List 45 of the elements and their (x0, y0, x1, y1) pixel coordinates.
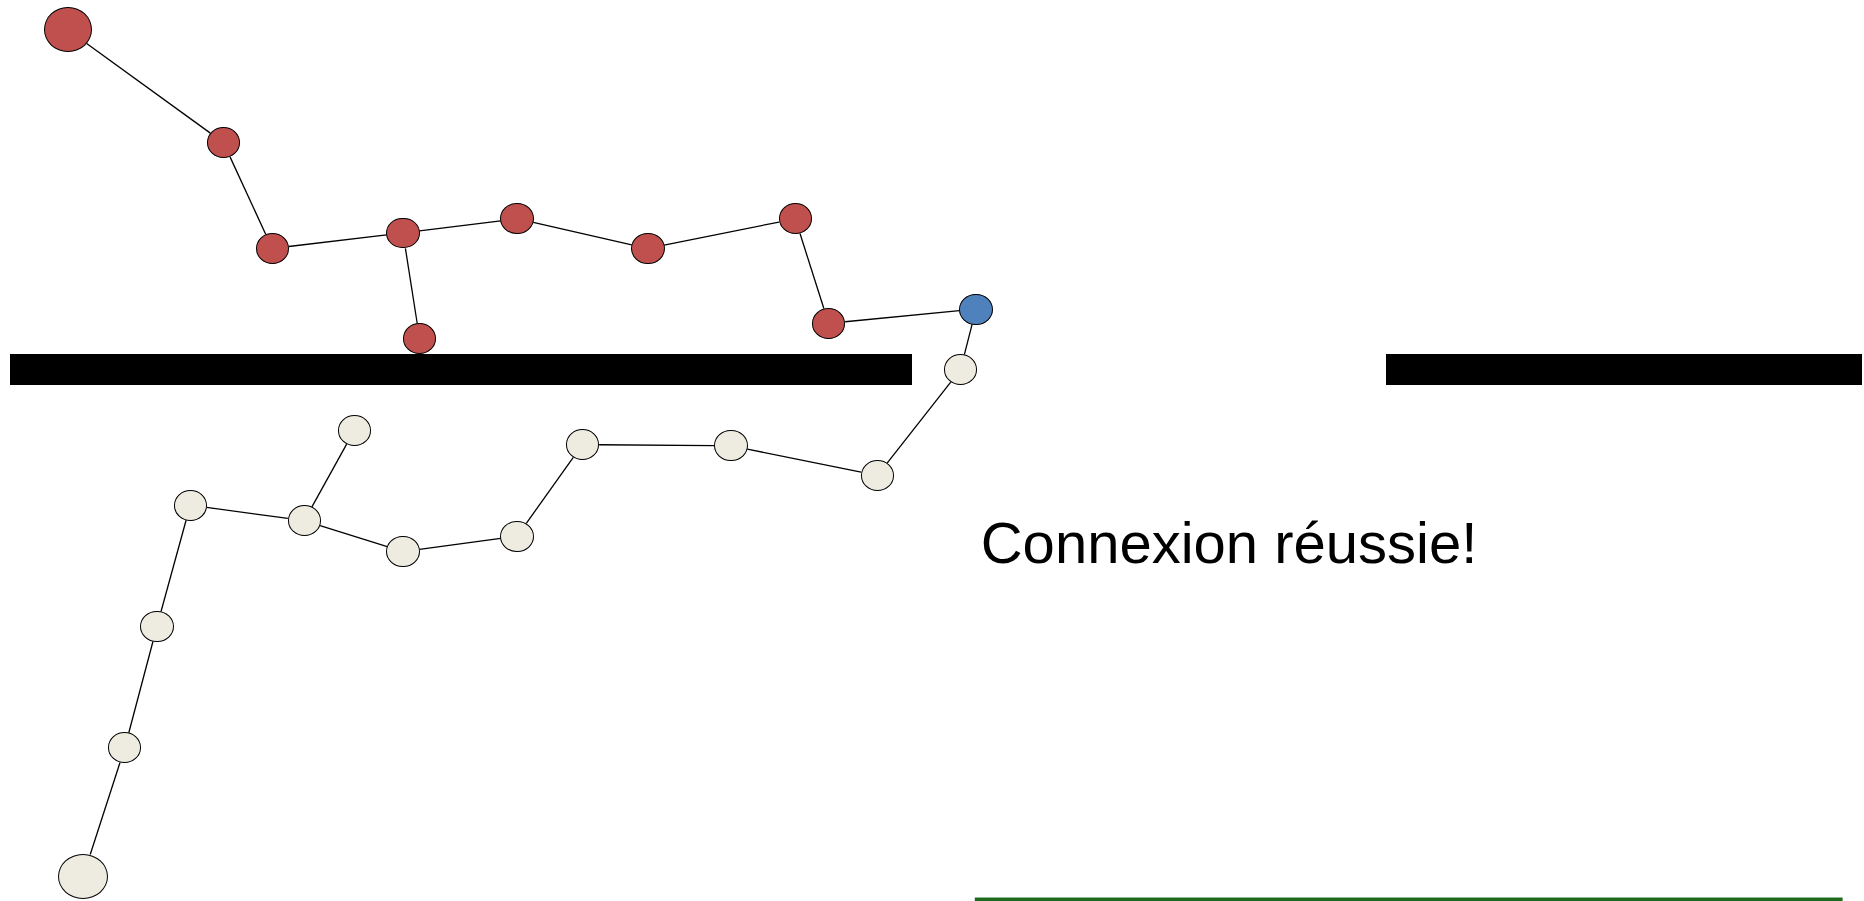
circle-node (778, 203, 812, 235)
connector-line (418, 220, 502, 232)
status-text: Connexion réussie! (980, 508, 1478, 576)
circle-node (173, 489, 207, 521)
connector-line (663, 221, 780, 246)
connector-line (206, 506, 289, 520)
connector-line (404, 247, 418, 325)
circle-node (255, 233, 289, 264)
circle-node (500, 203, 534, 235)
circle-node (140, 611, 174, 642)
circle-node (860, 460, 894, 491)
circle-node (811, 307, 846, 339)
connector-line (229, 156, 267, 235)
circle-node (943, 354, 978, 386)
connector-line (532, 221, 633, 246)
connector-line (288, 234, 388, 248)
connector-line (319, 524, 388, 548)
connector-line (311, 443, 348, 508)
circle-node (386, 217, 420, 249)
circle-node (44, 7, 92, 53)
connector-line (89, 761, 121, 856)
circle-node (714, 430, 748, 462)
ledge-bar (1386, 354, 1862, 386)
circle-node (403, 323, 437, 355)
connector-line (844, 310, 961, 323)
connector-line (160, 519, 187, 613)
connector-line (128, 640, 154, 734)
connector-line (525, 456, 574, 524)
circle-node (959, 293, 993, 325)
ledge-bar (9, 354, 912, 386)
circle-node (287, 505, 321, 537)
connector-line (886, 381, 952, 464)
connector-line (799, 232, 825, 310)
circle-node (108, 732, 142, 764)
circle-node (565, 429, 600, 461)
connector-line (963, 323, 973, 356)
circle-node (206, 127, 241, 159)
connector-line (86, 42, 211, 134)
connector-line (598, 444, 716, 447)
connector-line (746, 448, 862, 473)
circle-node (337, 414, 371, 446)
circle-node (500, 520, 534, 552)
circle-node (386, 536, 420, 568)
connector-line (418, 537, 502, 550)
circle-node (631, 233, 665, 264)
